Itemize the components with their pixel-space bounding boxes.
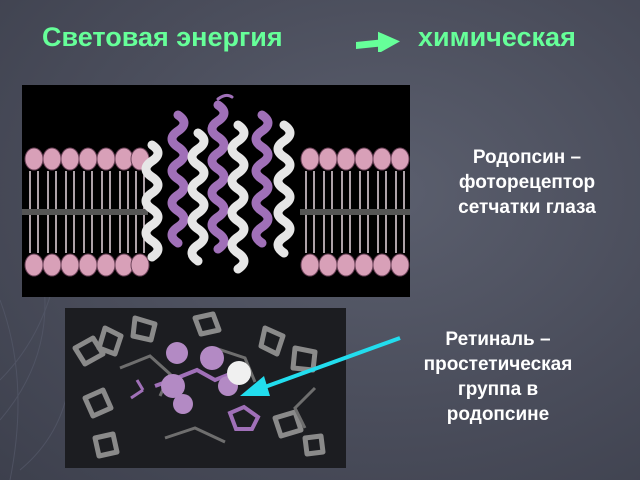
retinal-caption-line-1: Ретиналь – (445, 329, 551, 350)
rhodopsin-membrane-image (22, 85, 410, 297)
pointer-arrow-icon (240, 336, 401, 396)
green-arrow-icon (356, 31, 400, 52)
slide-title: Световая энергия химическая (0, 22, 640, 62)
lipid-bilayer-left (22, 147, 150, 277)
lipid-bilayer-right (300, 147, 410, 277)
retinal-molecule (130, 342, 261, 431)
retinal-caption: Ретиналь – простетическая группа в родоп… (392, 327, 604, 427)
rhodopsin-caption-line-1: Родопсин – (472, 147, 582, 168)
retinal-caption-line-3: группа в (457, 379, 539, 400)
protein-helices (141, 93, 295, 274)
retinal-structure-image (65, 308, 346, 468)
rhodopsin-caption-line-3: сетчатки глаза (458, 197, 596, 218)
rhodopsin-caption: Родопсин – фоторецептор сетчатки глаза (424, 145, 630, 220)
retinal-caption-line-2: простетическая (423, 354, 573, 375)
retinal-caption-line-4: родопсине (446, 404, 550, 425)
title-chemical: химическая (418, 22, 576, 52)
rhodopsin-caption-line-2: фоторецептор (458, 172, 596, 193)
title-light-energy: Световая энергия (42, 22, 283, 52)
